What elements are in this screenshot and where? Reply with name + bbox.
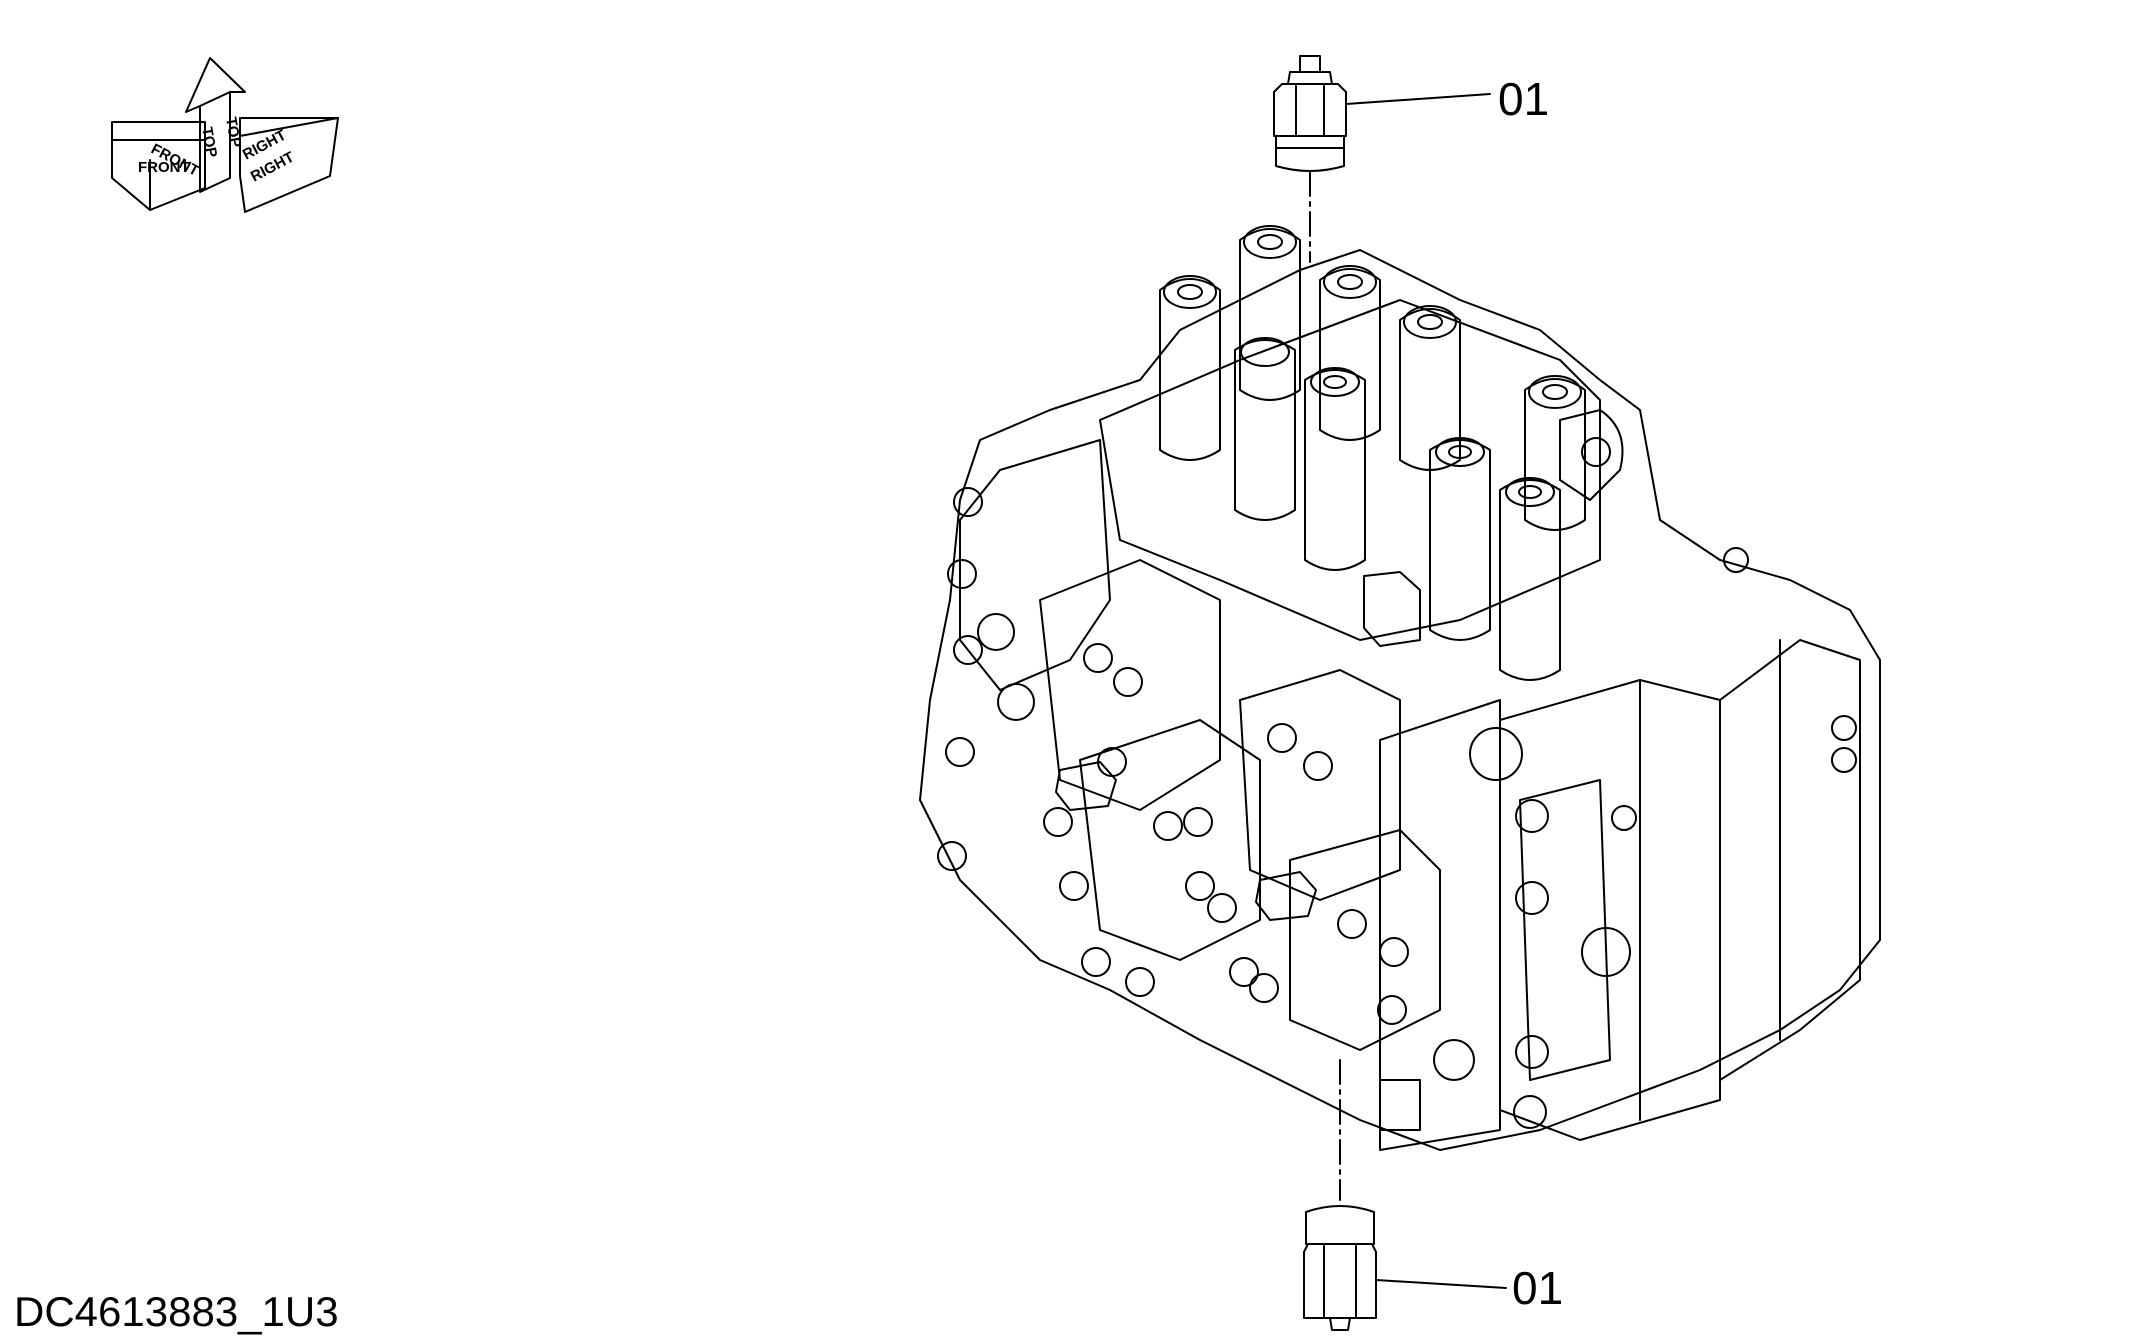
callout-label-bottom: 01 bbox=[1512, 1262, 1564, 1314]
leader-line-bottom bbox=[1375, 1279, 1507, 1289]
hex-plug-icon bbox=[1055, 761, 1117, 811]
orientation-top-text-1: TOP bbox=[198, 126, 220, 159]
front-arrow-icon bbox=[111, 121, 206, 211]
orientation-front-text-2: FRONT bbox=[138, 159, 190, 176]
top-arrow-icon bbox=[185, 57, 246, 193]
part-01-bottom bbox=[1303, 1205, 1377, 1331]
valve-caps bbox=[1159, 225, 1586, 681]
drawing-id-label: DC4613883_1U3 bbox=[14, 1288, 339, 1335]
leader-line-top bbox=[1345, 93, 1491, 105]
control-valve-assembly bbox=[919, 225, 1881, 1151]
hex-plug-icon bbox=[1255, 871, 1317, 921]
orientation-indicator: FRONT FRONT TOP TOP RIGHT RIGHT bbox=[111, 57, 339, 213]
orientation-top-text-2: TOP bbox=[222, 116, 244, 149]
hex-plug-icon bbox=[1363, 571, 1421, 647]
right-arrow-icon bbox=[239, 117, 339, 213]
part-01-top bbox=[1273, 55, 1347, 172]
callout-label-top: 01 bbox=[1498, 73, 1550, 125]
